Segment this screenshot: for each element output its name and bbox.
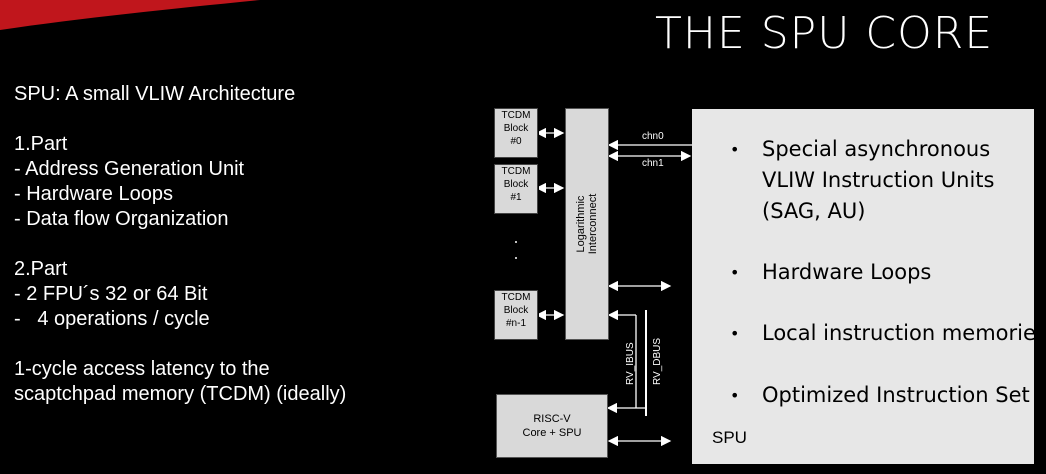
rv-ibus-label: RV_IBUS — [625, 342, 636, 385]
chn0-label: chn0 — [642, 131, 664, 142]
spu-bullet-text: VLIW Instruction Units — [762, 168, 995, 192]
rv-dbus-label: RV_DBUS — [652, 337, 663, 385]
spu-bullet-text: Local instruction memories — [762, 321, 1046, 345]
architecture-heading: SPU: A small VLIW Architecture — [14, 83, 296, 105]
chn1-label: chn1 — [642, 158, 664, 169]
left-text-block: SPU: A small VLIW Architecture 1.Part - … — [14, 82, 346, 407]
spu-label: SPU — [712, 428, 747, 447]
interconnect-label-line: Logarithmic — [575, 195, 587, 253]
tcdm-block-n-1: TCDM Block #n-1 — [494, 290, 538, 340]
part2-item: - 4 operations / cycle — [14, 308, 210, 330]
spu-bullet-text: Optimized Instruction Set — [762, 383, 1030, 407]
part1-item: - Data flow Organization — [14, 208, 229, 230]
part2-item: - 2 FPU´s 32 or 64 Bit — [14, 283, 208, 305]
tcdm-label: TCDM — [501, 292, 531, 303]
part1-item: - Address Generation Unit — [14, 158, 245, 180]
interconnect-label-line: Interconnect — [587, 193, 599, 255]
latency-text: scaptchpad memory (TCDM) (ideally) — [14, 383, 347, 405]
interconnect-label: Logarithmic Interconnect — [575, 124, 599, 324]
tcdm-label: #1 — [510, 192, 522, 203]
bullet-icon: • — [730, 386, 740, 405]
tcdm-block-0: TCDM Block #0 — [494, 108, 538, 158]
spu-bullet-text: Special asynchronous — [762, 137, 991, 161]
bullet-icon: • — [730, 140, 740, 159]
tcdm-label: TCDM — [501, 166, 531, 177]
tcdm-block-1: TCDM Block #1 — [494, 164, 538, 214]
part1-item: - Hardware Loops — [14, 183, 173, 205]
part1-title: 1.Part — [14, 133, 68, 155]
tcdm-label: Block — [503, 179, 529, 190]
tcdm-label: Block — [503, 123, 529, 134]
riscv-label: Core + SPU — [522, 427, 582, 439]
spu-bullet-text: (SAG, AU) — [762, 199, 866, 223]
riscv-label: RISC-V — [533, 413, 571, 425]
tcdm-label: #n-1 — [505, 318, 526, 329]
tcdm-label: #0 — [510, 136, 522, 147]
riscv-core-block: RISC-V Core + SPU — [496, 394, 608, 458]
bullet-icon: • — [730, 263, 740, 282]
part2-title: 2.Part — [14, 258, 68, 280]
red-accent-swoosh — [0, 0, 260, 30]
spu-box — [692, 109, 1034, 464]
logarithmic-interconnect: Logarithmic Interconnect — [565, 108, 609, 340]
spu-bullet-text: Hardware Loops — [762, 260, 932, 284]
latency-text: 1-cycle access latency to the — [14, 358, 270, 380]
tcdm-label: TCDM — [501, 110, 531, 121]
bullet-icon: • — [730, 324, 740, 343]
slide-title: THE SPU CORE — [655, 8, 994, 59]
tcdm-label: Block — [503, 305, 529, 316]
